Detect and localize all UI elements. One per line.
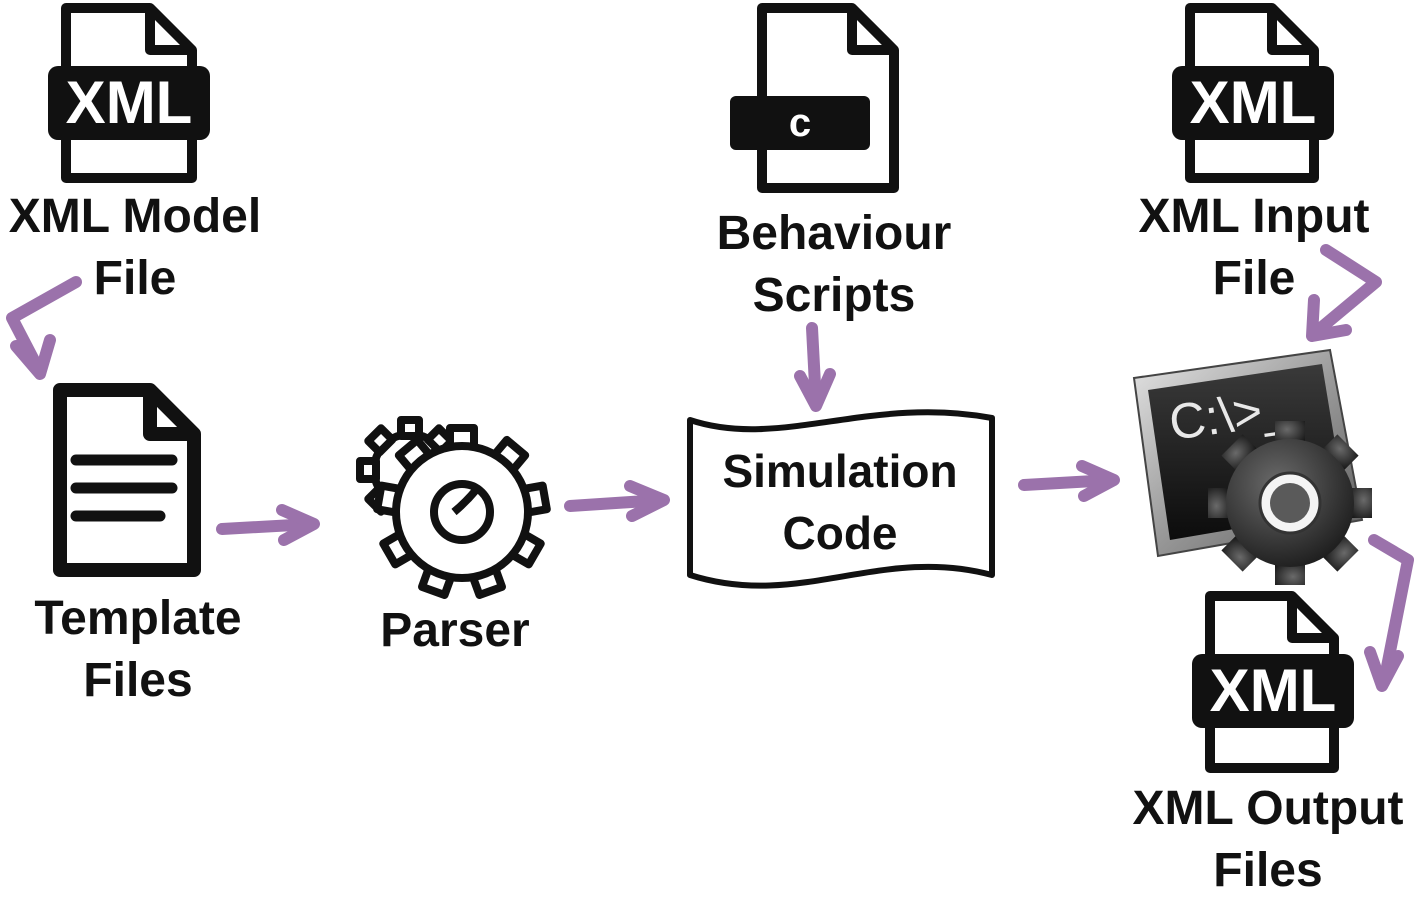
xml-output-label-line2: Files	[1213, 844, 1323, 897]
simulation-label-line2: Code	[782, 507, 898, 559]
arrow-model-to-template	[6, 276, 82, 380]
xml-model-label-line2: File	[93, 252, 177, 305]
template-files-label: Template Files	[20, 588, 256, 712]
arrow-behaviour-to-simulation	[794, 322, 836, 412]
xml-model-file-label: XML Model File	[0, 186, 270, 310]
template-label-line2: Files	[83, 654, 193, 707]
arrow-input-to-console	[1306, 244, 1382, 342]
behaviour-label-line1: Behaviour	[716, 207, 952, 260]
simulation-code-shape	[687, 409, 995, 589]
template-label-line1: Template	[34, 592, 242, 645]
xml-model-label-line1: XML Model	[8, 190, 262, 243]
c-file-icon: c	[730, 3, 899, 193]
xml-input-file-icon: XML	[1172, 3, 1334, 183]
gears-icon	[356, 416, 551, 600]
console-gear-icon: C:\>_	[1132, 348, 1372, 585]
xml-output-label-line1: XML Output	[1132, 782, 1404, 835]
xml-input-file-label: XML Input File	[1120, 186, 1388, 310]
arrow-parser-to-simulation	[564, 480, 670, 522]
xml-output-files-label: XML Output Files	[1118, 778, 1418, 902]
behaviour-label-line2: Scripts	[752, 269, 916, 322]
arrow-console-to-output	[1364, 534, 1414, 692]
xml-model-badge: XML	[66, 69, 193, 136]
document-lines-icon	[53, 383, 201, 577]
parser-label-line1: Parser	[380, 604, 530, 657]
xml-output-file-icon: XML	[1192, 591, 1354, 773]
simulation-label-line1: Simulation	[722, 445, 958, 497]
arrow-template-to-parser	[216, 504, 320, 546]
xml-model-file-icon: XML	[48, 3, 210, 183]
simulation-code-label: Simulation Code	[700, 440, 980, 564]
xml-input-label-line2: File	[1212, 252, 1296, 305]
xml-output-badge: XML	[1210, 657, 1337, 724]
c-file-badge: c	[789, 101, 811, 145]
xml-input-label-line1: XML Input	[1138, 190, 1370, 243]
behaviour-scripts-label: Behaviour Scripts	[700, 203, 968, 327]
parser-label: Parser	[360, 600, 550, 662]
arrow-simulation-to-console	[1018, 460, 1120, 502]
xml-input-badge: XML	[1190, 69, 1317, 136]
